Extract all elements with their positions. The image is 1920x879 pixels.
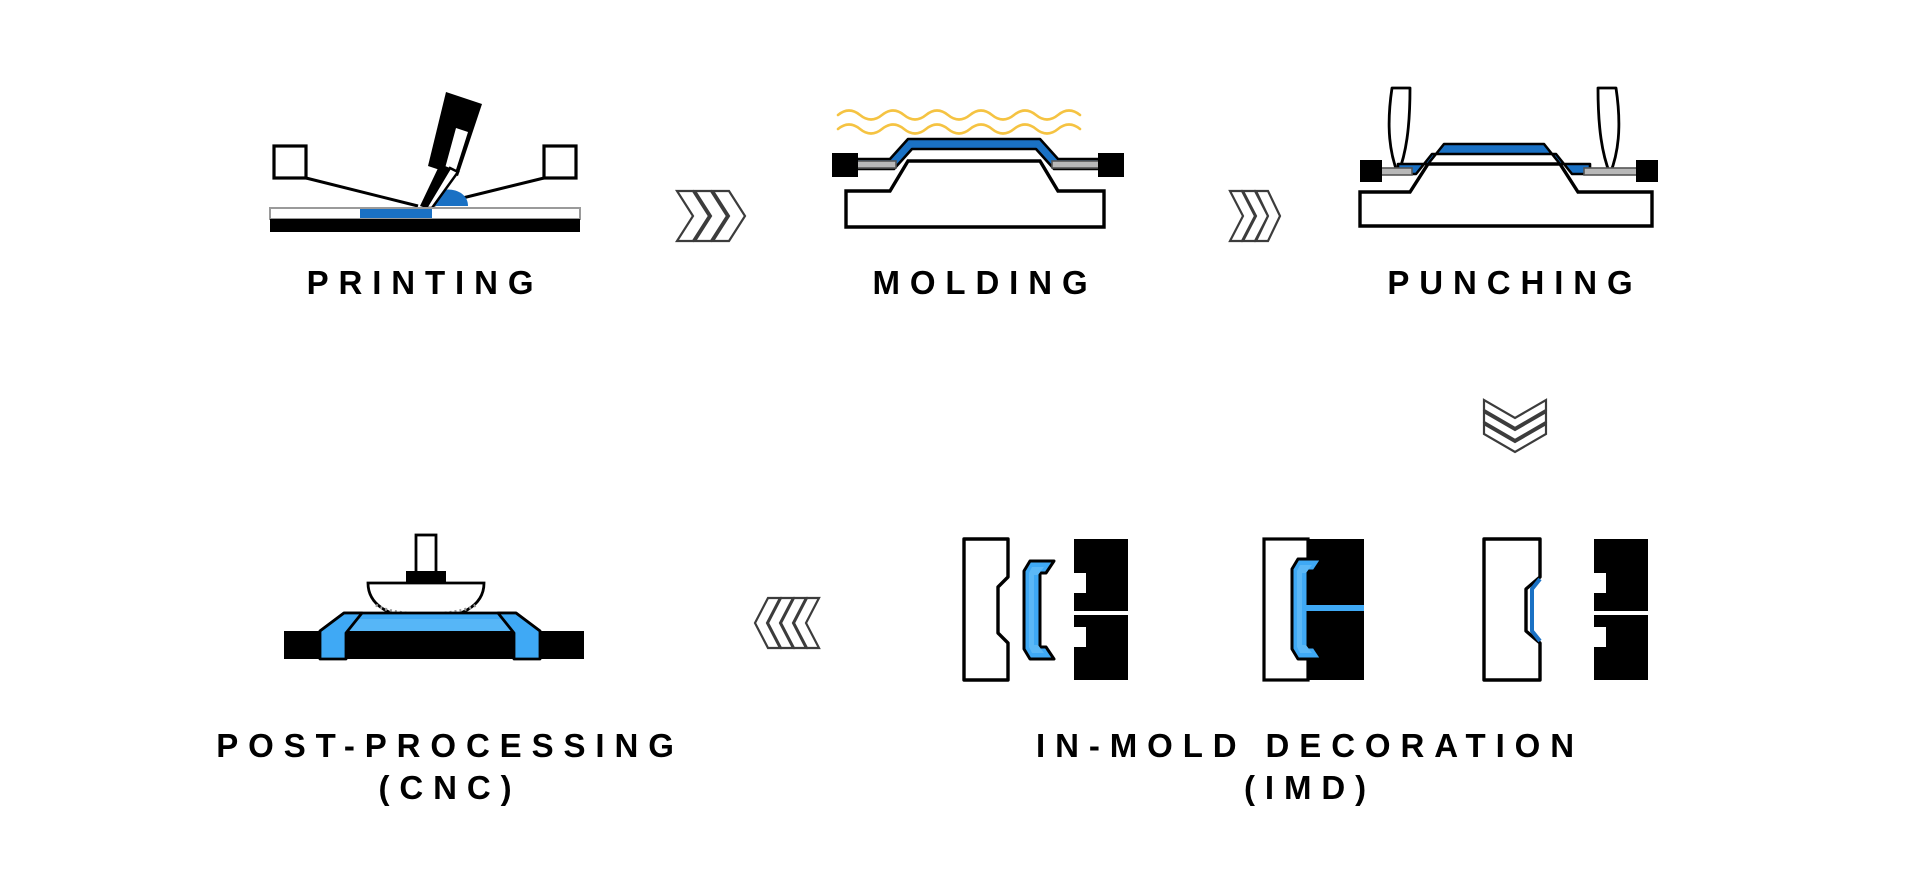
printing-squeegee-slot [444, 128, 468, 176]
arrow-printing-to-molding [674, 185, 747, 247]
imd2-film-highlight [1297, 565, 1312, 653]
punching-illustration [1358, 86, 1670, 230]
imd-stage-2-illustration [1262, 537, 1372, 682]
printing-right-frame-square [542, 144, 578, 180]
punching-blue-film [1396, 142, 1592, 176]
imd1-film-highlight [1029, 567, 1044, 653]
cnc-spindle-shaft [414, 533, 438, 575]
in-mold-decoration-label: IN-MOLD DECORATION (IMD) [930, 725, 1690, 809]
printing-base-bed [270, 219, 580, 232]
chevron-right-icon [1254, 189, 1282, 243]
imd-stage-1-illustration [962, 537, 1142, 682]
heat-waves-icon [836, 109, 1082, 135]
imd-stage-3-illustration [1482, 537, 1662, 682]
post-processing-illustration [284, 533, 584, 661]
molding-label: MOLDING [872, 264, 1098, 301]
chevron-right-icon [692, 189, 729, 243]
molding-mold-block [844, 159, 1106, 229]
imd3-mold-half-white [1482, 537, 1542, 682]
imd2-injection-stream [1306, 605, 1364, 611]
punching-clamp-left [1360, 160, 1382, 182]
punch-blade-right [1596, 86, 1621, 176]
punching-film-carrier-right [1583, 167, 1645, 176]
arrow-molding-to-punching [1228, 185, 1282, 247]
punching-label: PUNCHING [1387, 264, 1643, 301]
cnc-spindle-collar [406, 571, 446, 585]
cnc-part-leg-right [496, 611, 542, 661]
imd3-finished-part [1530, 577, 1542, 643]
imd-label-line1: IN-MOLD DECORATION [1036, 727, 1584, 764]
chevron-left-icon [792, 596, 821, 650]
post-processing-label-line1: POST-PROCESSING [216, 727, 684, 764]
imd1-mold-half-white [962, 537, 1010, 682]
arrow-punching-to-imd [1480, 398, 1550, 454]
printing-left-frame-square [272, 144, 308, 180]
post-processing-label: POST-PROCESSING (CNC) [120, 725, 780, 809]
molding-illustration [832, 105, 1132, 230]
printing-squeegee-blade [420, 164, 450, 208]
imd1-film [1022, 559, 1056, 661]
cnc-part-leg-left [318, 611, 364, 661]
imd3-mold-half-black [1594, 539, 1648, 680]
imd1-mold-half-black [1074, 539, 1128, 680]
chevron-right-icon [674, 189, 711, 243]
imd-label-line2: (IMD) [1244, 769, 1376, 807]
chevron-down-icon [1482, 422, 1548, 454]
punching-clamp-right [1636, 160, 1658, 182]
molding-clamp-left [832, 153, 858, 177]
chevron-down-icon [1482, 410, 1548, 442]
printing-ink-band [360, 209, 432, 218]
molding-clamp-right [1098, 153, 1124, 177]
printing-mesh-left [305, 176, 419, 208]
arrow-imd-to-post-processing [752, 592, 821, 654]
printing-label: PRINTING [306, 264, 544, 301]
post-processing-label-line2: (CNC) [378, 769, 522, 807]
chevron-down-icon [1482, 398, 1548, 430]
chevron-right-icon [710, 189, 747, 243]
printing-illustration [269, 80, 581, 232]
punch-blade-left [1387, 86, 1412, 176]
